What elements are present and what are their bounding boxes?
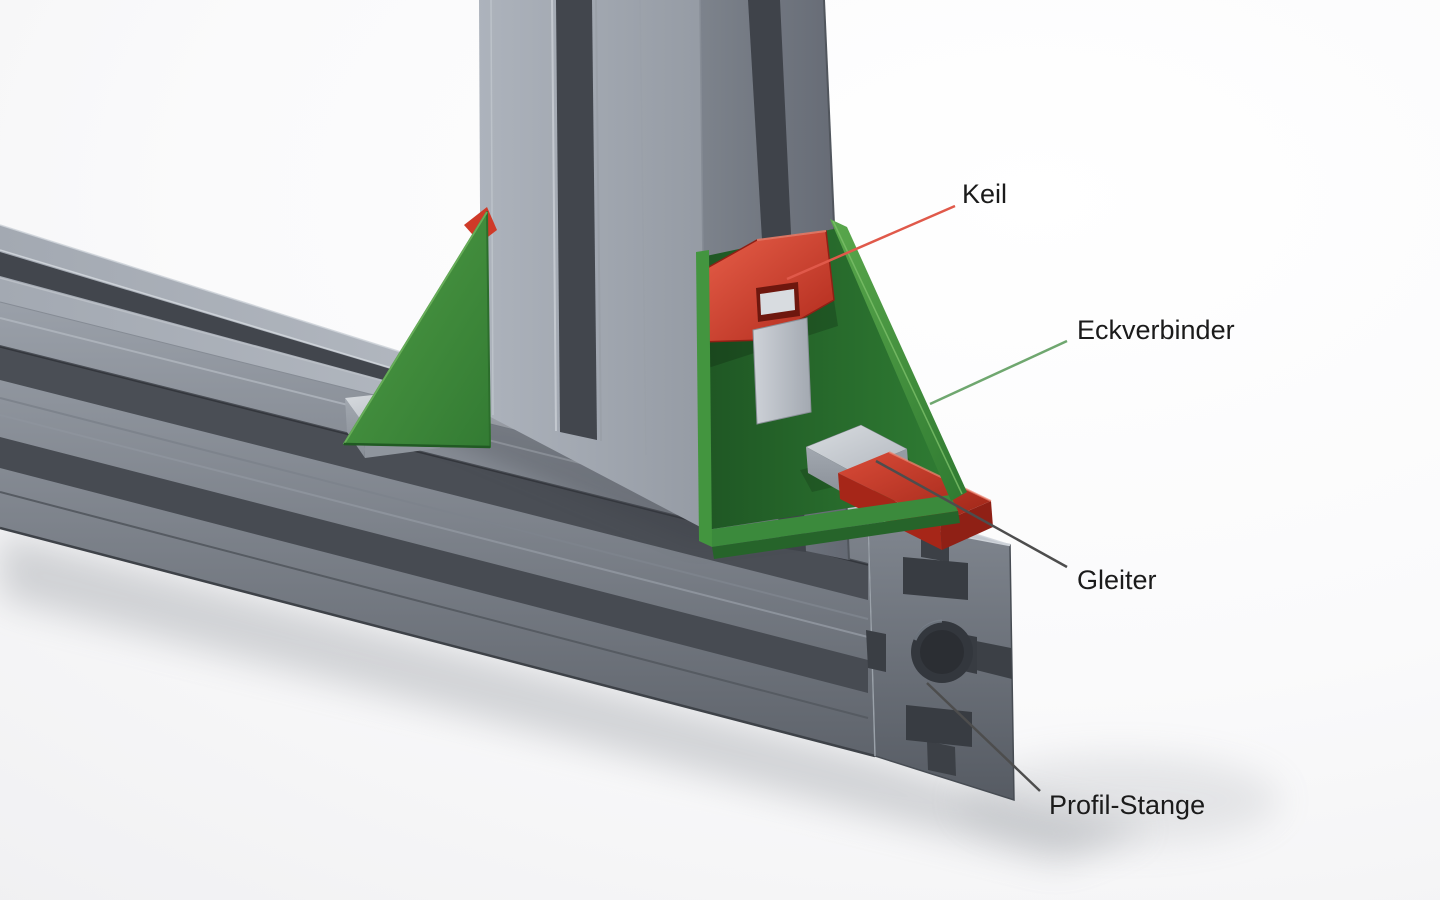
eckverbinder-left-plate [343, 211, 491, 448]
vertical-left-chamfer [490, 0, 494, 416]
eckverbinder-base-edge [712, 511, 960, 559]
end-bore-highlight [913, 619, 943, 641]
leader-lines [786, 204, 1068, 792]
beam-lower-chamfer [0, 491, 869, 719]
vertical-groove [639, 0, 647, 456]
hypotenuse-highlight [832, 220, 963, 495]
eckverbinder-right [696, 219, 993, 559]
beam-ridge-2 [0, 414, 869, 638]
keil-pin-top [760, 289, 795, 315]
eckverbinder-front-rim [696, 250, 712, 547]
end-slot-top-cavity [903, 557, 968, 600]
end-slot-bottom-cavity [906, 705, 972, 747]
label-profil-stange: Profil-Stange [1049, 790, 1206, 820]
keil-pin [752, 317, 812, 425]
vertical-slot-rim-b [595, 0, 602, 442]
beam-ridge-1 [0, 397, 869, 620]
beam-front-slot-1 [0, 345, 868, 600]
label-eckverbinder: Eckverbinder [1077, 315, 1235, 345]
eckverbinder-left-hypotenuse [343, 211, 488, 445]
eckverbinder-leader-line [929, 339, 1068, 406]
eckverbinder-base-top [706, 495, 958, 547]
end-center-bore-inner [920, 630, 964, 674]
keil-top-highlight [756, 230, 827, 241]
label-keil: Keil [962, 179, 1008, 209]
end-slot-right-neck [976, 641, 1012, 679]
rail-side [940, 501, 993, 550]
profil-stange-leader-line [926, 682, 1041, 792]
end-slot-left-notch [866, 630, 886, 672]
floor-shadow [0, 532, 1280, 862]
eckverbinder-left [343, 207, 497, 458]
gleiter-leader-line [875, 459, 1068, 569]
label-gleiter: Gleiter [1077, 565, 1157, 595]
beam-bottom-edge [0, 526, 876, 758]
vertical-front-slot [556, 0, 597, 440]
rail-highlight [888, 451, 992, 502]
end-ground-shadow [960, 755, 1280, 845]
eckverbinder-left-bottom [343, 442, 491, 449]
keil-wedge [699, 230, 835, 343]
beam-end-cross-section [866, 516, 1015, 802]
beam-ground-shadow [0, 532, 1150, 862]
keil-leader-line [786, 204, 956, 281]
end-slot-bottom-neck [927, 741, 956, 776]
beam-front-slot-2 [0, 437, 868, 693]
vertical-slot-rim-a [551, 0, 557, 432]
